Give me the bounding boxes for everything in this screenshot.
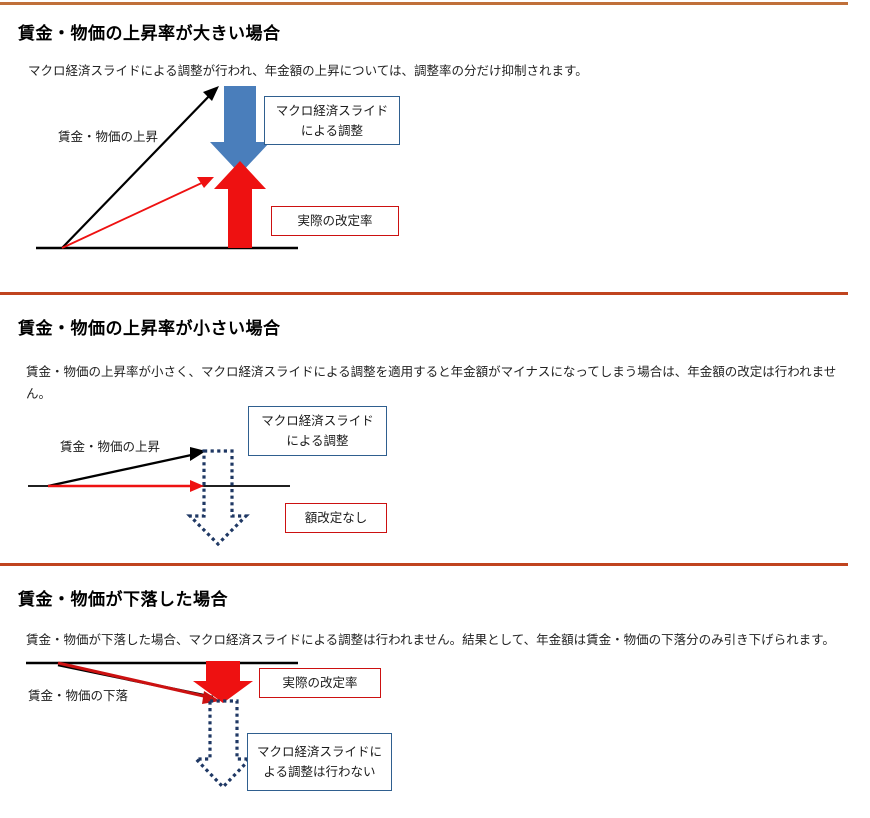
section-divider-3 xyxy=(0,563,848,566)
diagram-large-increase xyxy=(18,78,358,260)
callout-no-revision-2: 額改定なし xyxy=(285,503,387,533)
red-up-arrow-1 xyxy=(214,161,266,248)
callout-line-2: による調整 xyxy=(300,123,364,138)
callout-line-1: 額改定なし xyxy=(304,511,368,525)
callout-line-1: マクロ経済スライドに xyxy=(256,745,382,759)
dotted-down-arrow-3 xyxy=(192,699,254,790)
callout-line-1: マクロ経済スライド xyxy=(275,103,389,118)
callout-line-1: 実際の改定率 xyxy=(282,676,358,690)
section-1-paragraph: マクロ経済スライドによる調整が行われ、年金額の上昇については、調整率の分だけ抑制… xyxy=(28,63,588,78)
diagram-2-graphic xyxy=(28,447,290,547)
red-increase-arrow-1 xyxy=(61,177,214,249)
top-rule xyxy=(0,2,848,5)
callout-actual-revision-rate-1: 実際の改定率 xyxy=(271,206,399,236)
section-2-paragraph: 賃金・物価の上昇率が小さく、マクロ経済スライドによる調整を適用すると年金額がマイ… xyxy=(26,364,837,401)
callout-line-1: 実際の改定率 xyxy=(297,214,373,228)
callout-line-2: よる調整は行わない xyxy=(263,765,376,779)
section-2-heading: 賃金・物価の上昇率が小さい場合 xyxy=(18,319,281,339)
blue-down-arrow-1 xyxy=(210,86,270,174)
red-decline-arrow-3 xyxy=(57,661,220,704)
callout-actual-revision-rate-3: 実際の改定率 xyxy=(259,668,381,698)
diagram-1-graphic xyxy=(36,86,298,250)
callout-line-1: マクロ経済スライド xyxy=(261,414,374,428)
diagram-2-axis-label: 賃金・物価の上昇 xyxy=(60,440,161,454)
callout-macro-slide-adjustment-1: マクロ経済スライド による調整 xyxy=(264,96,400,145)
diagram-1-axis-label: 賃金・物価の上昇 xyxy=(58,130,159,144)
black-increase-arrow-1 xyxy=(61,86,219,249)
section-3-paragraph: 賃金・物価が下落した場合、マクロ経済スライドによる調整は行われません。結果として… xyxy=(26,632,835,647)
black-increase-arrow-2 xyxy=(47,447,206,488)
diagram-decline xyxy=(8,645,408,815)
red-down-arrow-3 xyxy=(193,661,253,703)
callout-line-2: による調整 xyxy=(286,434,349,448)
dotted-down-arrow-2 xyxy=(186,449,250,547)
diagram-3-axis-label: 賃金・物価の下落 xyxy=(28,689,129,703)
callout-macro-slide-adjustment-2: マクロ経済スライド による調整 xyxy=(248,406,387,456)
section-3-heading: 賃金・物価が下落した場合 xyxy=(18,590,228,610)
section-divider-2 xyxy=(0,292,848,295)
callout-no-macro-slide-adjustment-3: マクロ経済スライドに よる調整は行わない xyxy=(247,733,392,791)
diagram-small-increase xyxy=(18,398,358,548)
diagram-3-graphic xyxy=(26,661,298,790)
section-1-heading: 賃金・物価の上昇率が大きい場合 xyxy=(18,24,281,44)
red-flat-arrow-2 xyxy=(48,480,204,492)
